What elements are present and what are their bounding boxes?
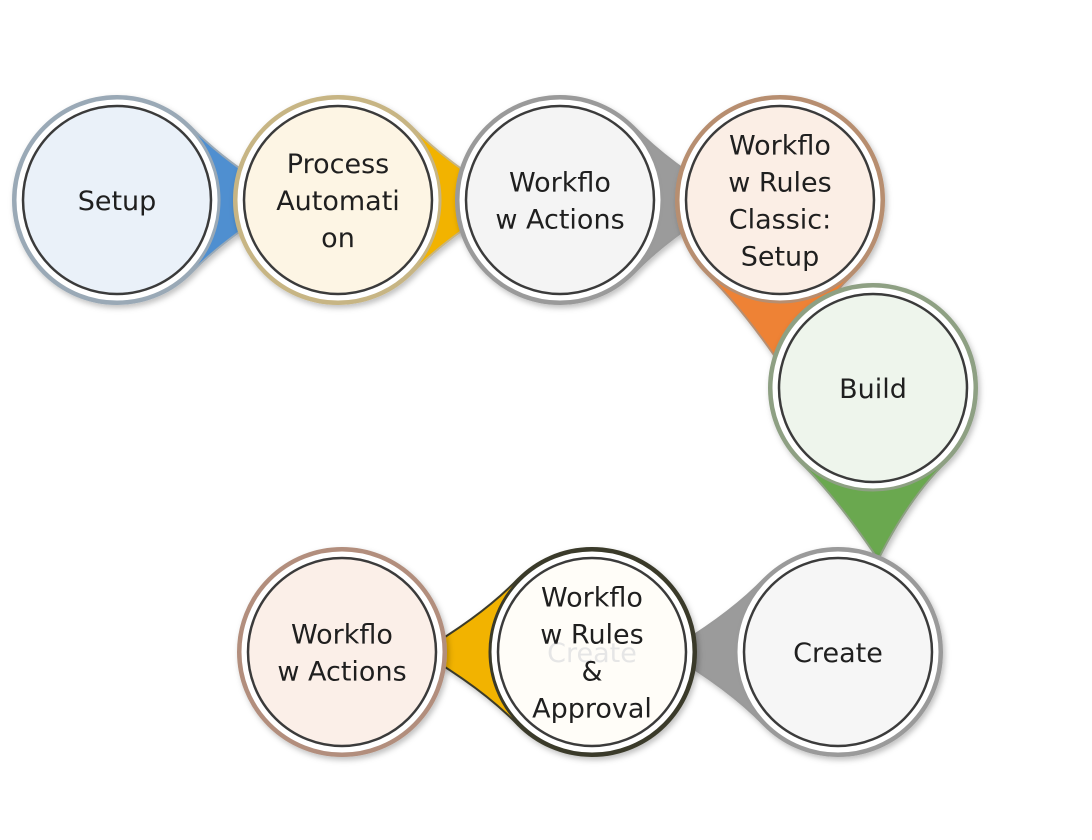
step-circle [21, 104, 213, 296]
step-label: w Rules [728, 168, 832, 199]
step-node: Workflo w Actions [455, 95, 734, 305]
step-label: on [321, 223, 355, 254]
step-circle [496, 556, 688, 748]
step-node: Build [768, 283, 978, 562]
step-label: w Actions [495, 205, 624, 236]
step-node: Create Workflo w Rules & Approval [418, 547, 697, 757]
step-circle [742, 556, 934, 748]
step-circle [242, 104, 434, 296]
step-label: Build [839, 374, 907, 405]
step-node: Create [664, 547, 943, 757]
step-label: Workflo [729, 131, 831, 162]
step-label: Process [287, 149, 389, 180]
step-label: Workflo [509, 168, 611, 199]
step-label: w Rules [540, 620, 644, 651]
step-label: Setup [741, 242, 820, 273]
step-circle [246, 556, 438, 748]
step-label: Automati [276, 186, 400, 217]
step-node: Workflo w Actions [236, 547, 448, 757]
step-label: & [581, 657, 602, 688]
step-circle [777, 292, 969, 484]
step-label: Workflo [291, 620, 393, 651]
step-node: Setup [12, 95, 291, 305]
step-label: Workflo [541, 583, 643, 614]
step-label: w Actions [277, 657, 406, 688]
step-circle [464, 104, 656, 296]
step-circle [684, 104, 876, 296]
step-label: Approval [532, 694, 652, 725]
ghost-label: Create [547, 638, 637, 669]
step-label: Setup [78, 186, 157, 217]
step-label: Create [793, 638, 883, 669]
step-label: Classic: [729, 205, 831, 236]
